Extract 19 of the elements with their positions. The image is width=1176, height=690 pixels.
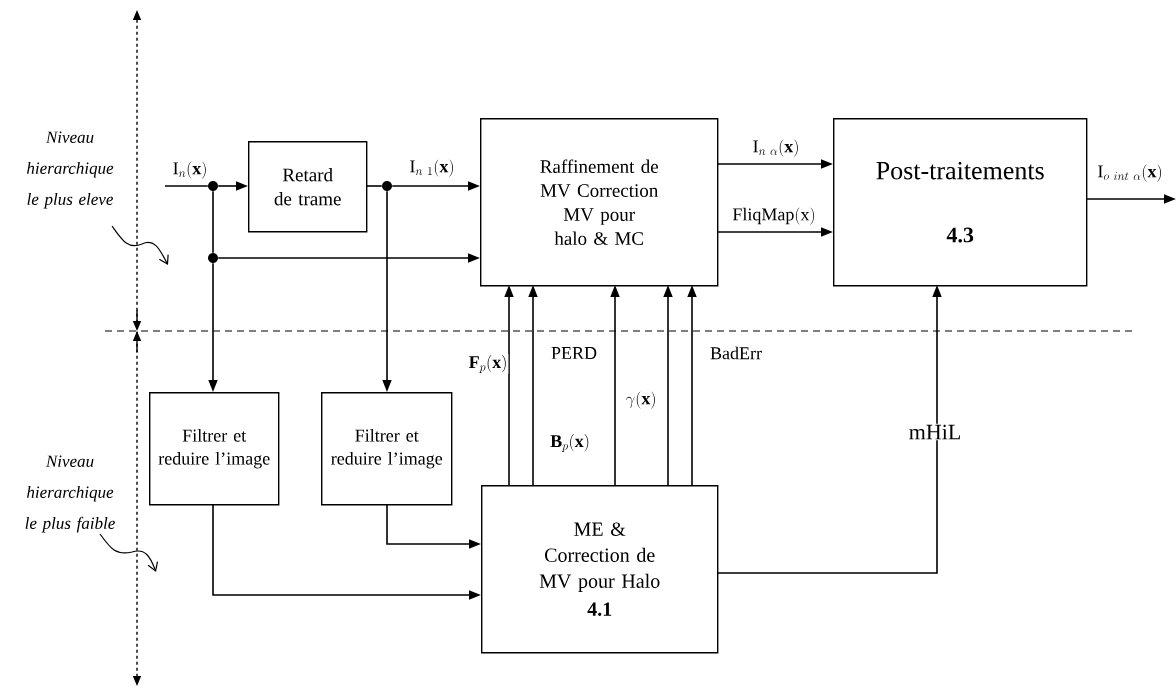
- edge-label: $\mathrm{I}_{n\ \alpha}(\mathbf{x})$: [751, 138, 801, 158]
- level-label: Niveau hierarchique le plus eleve: [27, 131, 114, 209]
- level-label: Niveau hierarchique le plus faible: [25, 455, 115, 533]
- process-box: Filtrer et reduire l’image: [321, 392, 453, 506]
- process-box: Filtrer et reduire l’image: [149, 392, 280, 506]
- edge-label: $\mathrm{PERD}$: [550, 346, 598, 360]
- process-box: Post-traitements 4.3: [833, 118, 1088, 287]
- edge-label: $\mathbf{F}_{p}(\mathbf{x})$: [467, 354, 509, 374]
- process-box: ME & Correction de MV pour Halo 4.1: [481, 485, 719, 654]
- process-box: Retard de trame: [248, 141, 368, 233]
- edge-label: $\mathrm{I}_{n\ 1}(\mathbf{x})$: [408, 158, 456, 178]
- edge-label: $\mathrm{I}_{n}(\mathbf{x})$: [171, 160, 209, 180]
- edge-label: $\mathrm{I}_{o\ int\ \alpha}(\mathbf{x})$: [1096, 163, 1164, 183]
- edge-label: $\gamma(\mathbf{x})$: [624, 390, 658, 410]
- edge-label: $\mathrm{BadErr}$: [709, 345, 763, 361]
- edge-label: $\mathbf{B}_{p}(\mathbf{x})$: [549, 433, 591, 453]
- edge-label: $\mathrm{mHiL}$: [907, 423, 963, 441]
- process-box: Raffinement de MV Correction MV pour halo & MC: [480, 118, 719, 287]
- edge-label: $\mathrm{FliqMap}(\mathrm{x})$: [731, 206, 817, 226]
